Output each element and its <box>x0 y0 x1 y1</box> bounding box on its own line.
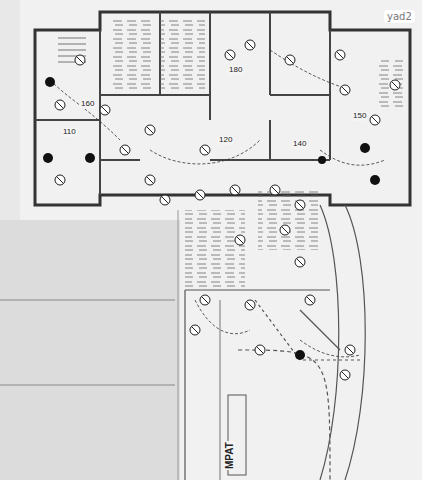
sheet-title: MPAT <box>224 441 235 470</box>
dimension: 140 <box>292 140 307 149</box>
dimension: 180 <box>228 66 243 75</box>
watermark: yad2 <box>384 10 415 23</box>
dimension: 160 <box>80 100 95 109</box>
dimension: 120 <box>218 136 233 145</box>
dimension: 150 <box>352 112 367 121</box>
dimension: 110 <box>62 128 77 137</box>
